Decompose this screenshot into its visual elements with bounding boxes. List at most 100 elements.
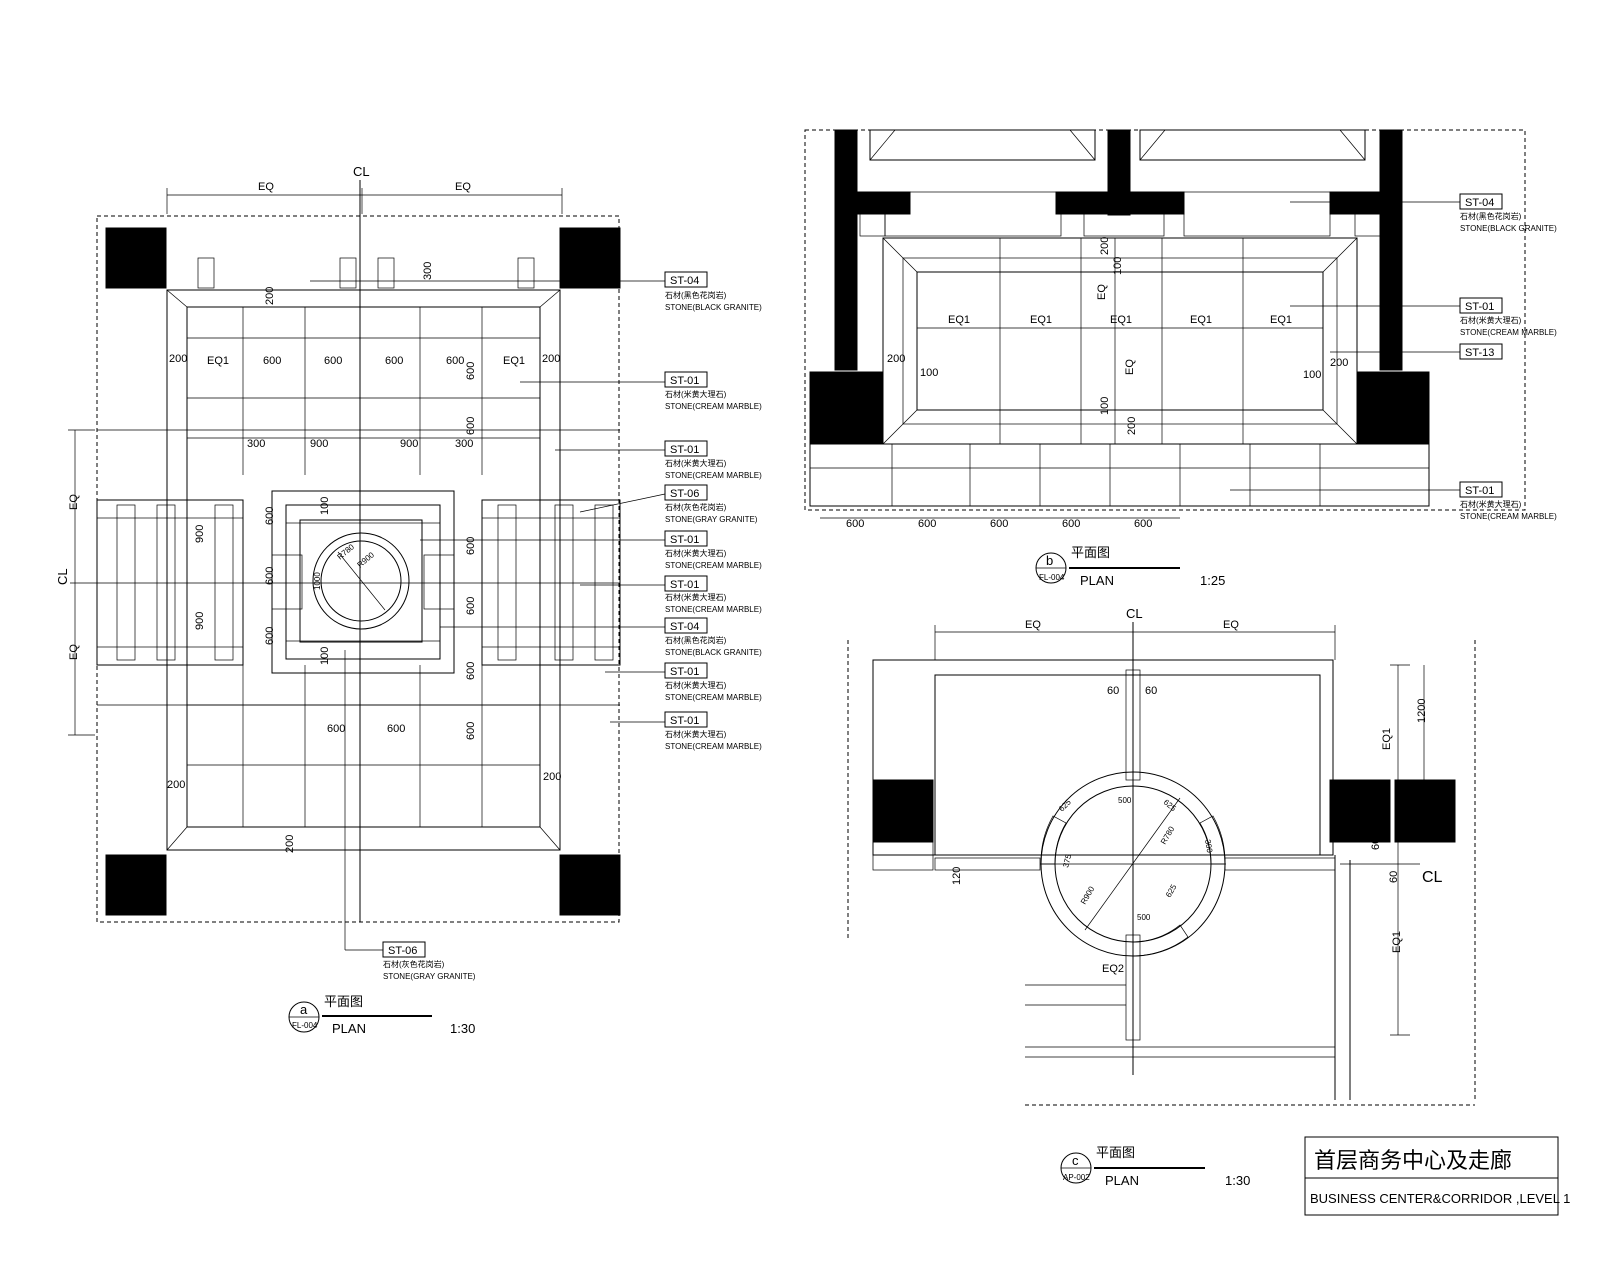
plan-a-tag-5: ST-01 石材(米黄大理石) STONE(CREAM MARBLE)	[420, 530, 762, 570]
plan-a-dim-600-2: 600	[324, 355, 342, 367]
plan-c-centerline-top: CL	[1126, 606, 1143, 621]
plan-b-dim-200-right: 200	[1330, 357, 1348, 369]
plan-b-dim-600-1: 600	[846, 518, 864, 530]
plan-c-circle-label-500-a: 500	[1118, 796, 1132, 805]
plan-b-tag-2-code: ST-01	[1465, 301, 1494, 313]
plan-a-tag-1-cn: 石材(黑色花岗岩)	[665, 290, 727, 300]
plan-b-tag-1-cn: 石材(黑色花岗岩)	[1460, 211, 1522, 221]
plan-b-tag-2-cn: 石材(米黄大理石)	[1460, 315, 1522, 325]
plan-b-dim-100-bottom: 100	[1099, 397, 1111, 415]
plan-b-tag-3: ST-13	[1330, 343, 1503, 360]
plan-a-tag-7-cn: 石材(黑色花岗岩)	[665, 635, 727, 645]
plan-c-circle-label-300: 300	[1203, 839, 1214, 854]
plan-c-circle-label-r900: R900	[1079, 884, 1097, 906]
plan-c-title-cn: 平面图	[1096, 1145, 1135, 1160]
plan-c-title-en: PLAN	[1105, 1173, 1139, 1188]
plan-a-tag-2-code: ST-01	[670, 375, 699, 387]
plan-a-tag-8-cn: 石材(米黄大理石)	[665, 680, 727, 690]
plan-a-dim-600-4: 600	[446, 355, 464, 367]
plan-c-circular-kiosk: 625 500 625 375 R780 R900 625 500 300	[1040, 771, 1226, 957]
plan-a-side-panel-left	[96, 499, 244, 666]
plan-b-tag-4-code: ST-01	[1465, 485, 1494, 497]
plan-a-dim-600-v7: 600	[465, 597, 477, 615]
plan-a-tag-bottom-cn: 石材(灰色花岗岩)	[383, 959, 445, 969]
plan-b-material-tags: ST-04 石材(黑色花岗岩) STONE(BLACK GRANITE) ST-…	[1230, 193, 1557, 521]
plan-a-tag-bottom-code: ST-06	[388, 945, 417, 957]
plan-c-dim-eq-right: EQ	[1223, 619, 1239, 631]
plan-a-tag-6: ST-01 石材(米黄大理石) STONE(CREAM MARBLE)	[580, 575, 762, 614]
plan-a-dim-100-top: 100	[319, 497, 331, 515]
plan-b-dim-600-5: 600	[1134, 518, 1152, 530]
plan-a-title: a FL-004 平面图 PLAN 1:30	[288, 994, 475, 1036]
plan-b-dim-100-right: 100	[1303, 369, 1321, 381]
plan-b-title-en: PLAN	[1080, 573, 1114, 588]
plan-a-dim-eq-left: EQ	[258, 181, 274, 193]
plan-a-tag-4-en: STONE(GRAY GRANITE)	[665, 515, 758, 524]
plan-a-tag-6-code: ST-01	[670, 579, 699, 591]
plan-c-dim-60-right-a: 60	[1370, 838, 1382, 850]
plan-a-marker-letter: a	[300, 1002, 308, 1017]
plan-a-dim-600-v5: 600	[264, 627, 276, 645]
plan-a-dim-eq1-left: EQ1	[207, 355, 229, 367]
plan-b-scale: 1:25	[1200, 573, 1225, 588]
plan-a-circle-label-1000: 1000	[313, 572, 322, 590]
plan-a-tag-8-code: ST-01	[670, 666, 699, 678]
plan-c-dim-60-left: 60	[1107, 685, 1119, 697]
plan-a-tag-9: ST-01 石材(米黄大理石) STONE(CREAM MARBLE)	[610, 711, 762, 751]
plan-a-dim-600-1: 600	[263, 355, 281, 367]
plan-a-dim-200-lower-right: 200	[543, 771, 561, 783]
plan-a-dim-200-bottom: 200	[284, 835, 296, 853]
plan-a-tag-2: ST-01 石材(米黄大理石) STONE(CREAM MARBLE)	[520, 371, 762, 411]
plan-a-tag-6-cn: 石材(米黄大理石)	[665, 592, 727, 602]
title-block-cn: 首层商务中心及走廊	[1314, 1148, 1512, 1173]
plan-b-dim-600-3: 600	[990, 518, 1008, 530]
plan-b-column-bl	[809, 371, 883, 445]
plan-a-centerline-top: CL	[353, 164, 370, 179]
plan-a-dim-eq1-right: EQ1	[503, 355, 525, 367]
plan-a-dim-600-v8: 600	[465, 662, 477, 680]
plan-a-dim-300-top: 300	[422, 262, 434, 280]
plan-b-tag-4-en: STONE(CREAM MARBLE)	[1460, 512, 1557, 521]
plan-c-column-left	[872, 779, 934, 843]
plan-a-dim-600-v1: 600	[465, 362, 477, 380]
plan-c-dim-120: 120	[951, 867, 963, 885]
plan-a-title-cn: 平面图	[324, 994, 363, 1009]
plan-b-dim-eq-upper: EQ	[1096, 284, 1108, 300]
plan-c-circle-label-625-b: 625	[1162, 798, 1178, 814]
plan-a-dim-600-v3: 600	[264, 507, 276, 525]
plan-b-marker-letter: b	[1046, 553, 1053, 568]
plan-a-tag-2-cn: 石材(米黄大理石)	[665, 389, 727, 399]
plan-c-dim-60-right: 60	[1145, 685, 1157, 697]
title-block-en: BUSINESS CENTER&CORRIDOR ,LEVEL 1	[1310, 1191, 1570, 1206]
plan-b-tag-4-cn: 石材(米黄大理石)	[1460, 499, 1522, 509]
plan-a-tag-5-en: STONE(CREAM MARBLE)	[665, 561, 762, 570]
plan-a-marker-ref: FL-004	[292, 1021, 318, 1030]
plan-a-tag-7: ST-04 石材(黑色花岗岩) STONE(BLACK GRANITE)	[440, 617, 762, 657]
plan-a-dim-900-2: 900	[400, 438, 418, 450]
plan-a-dim-200-top: 200	[264, 287, 276, 305]
plan-a-scale: 1:30	[450, 1021, 475, 1036]
plan-b-column-br	[1356, 371, 1430, 445]
plan-a-dim-600-v4: 600	[264, 567, 276, 585]
plan-b-dim-eq: EQ	[1124, 359, 1136, 375]
plan-c-title: c AP-002 平面图 PLAN 1:30	[1060, 1145, 1250, 1188]
plan-a-dim-eq-lower: EQ	[68, 644, 80, 660]
plan-a-tag-7-en: STONE(BLACK GRANITE)	[665, 648, 762, 657]
plan-b-marker-ref: FL-004	[1039, 573, 1065, 582]
plan-b-dim-100-left: 100	[920, 367, 938, 379]
plan-b-wall-left	[834, 129, 858, 371]
plan-c-dim-eq-left: EQ	[1025, 619, 1041, 631]
plan-a-dim-900-v1: 900	[194, 525, 206, 543]
plan-c-dim-60-right-b: 60	[1388, 871, 1400, 883]
plan-a-centerline-left: CL	[55, 568, 70, 585]
plan-a-tag-3-en: STONE(CREAM MARBLE)	[665, 471, 762, 480]
plan-c-dim-eq1-lower: EQ1	[1391, 931, 1403, 953]
plan-c-column-right-1	[1329, 779, 1391, 843]
plan-b-title-cn: 平面图	[1071, 545, 1110, 560]
plan-a-tag-4-code: ST-06	[670, 488, 699, 500]
plan-a-tag-bottom: ST-06 石材(灰色花岗岩) STONE(GRAY GRANITE)	[344, 650, 476, 981]
plan-a-dim-600-v6: 600	[465, 537, 477, 555]
plan-b-dim-600-2: 600	[918, 518, 936, 530]
plan-a-tag-8-en: STONE(CREAM MARBLE)	[665, 693, 762, 702]
plan-a-dim-200-right: 200	[542, 353, 560, 365]
